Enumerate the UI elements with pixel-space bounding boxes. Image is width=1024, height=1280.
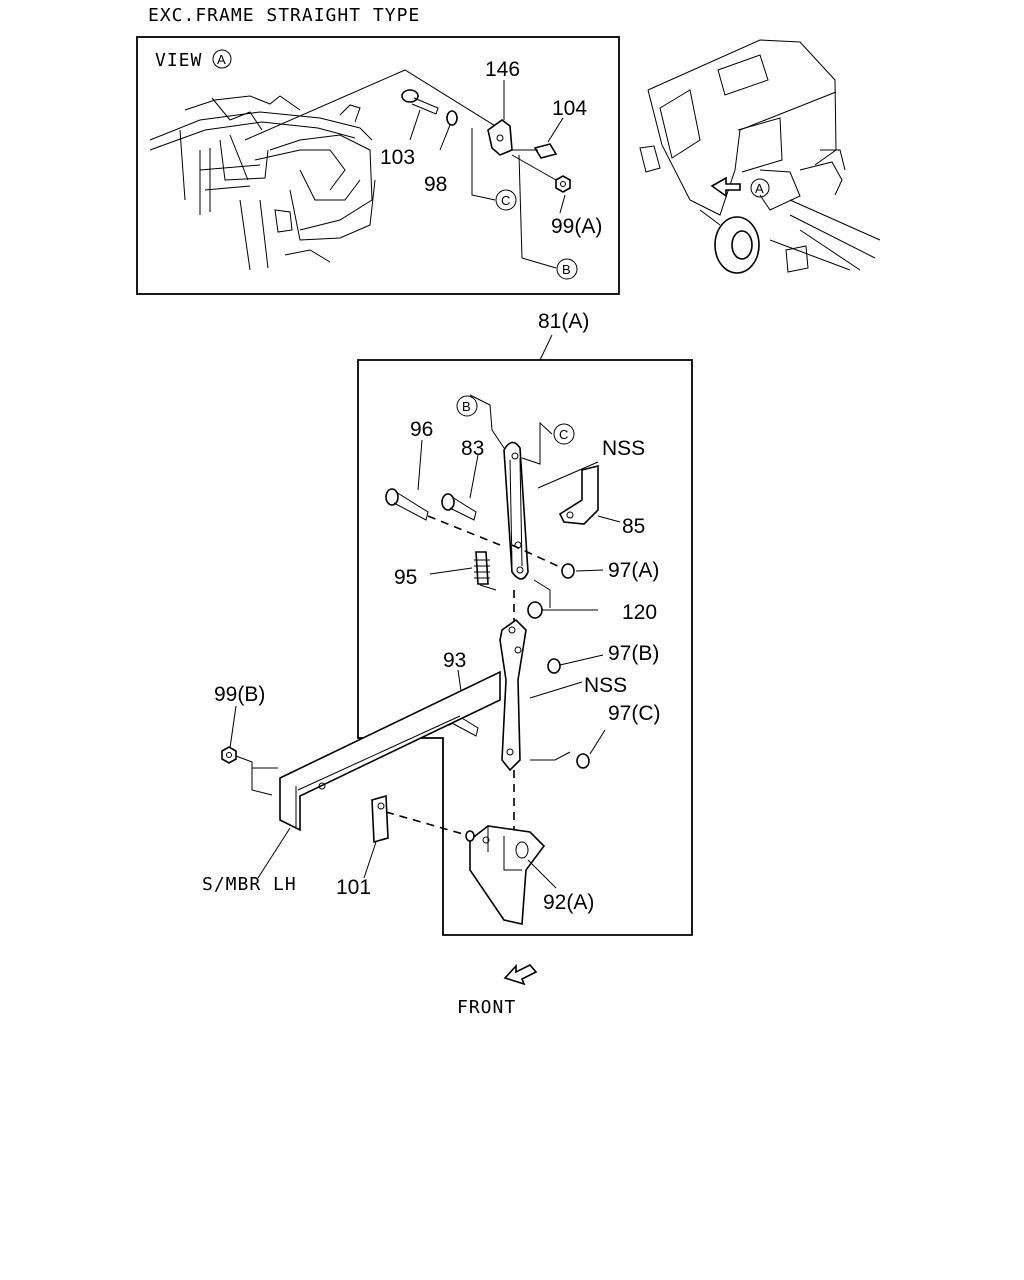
nut-99a — [555, 175, 571, 193]
label-103: 103 — [380, 146, 415, 169]
plate-101 — [371, 794, 389, 844]
label-96: 96 — [410, 418, 433, 441]
assembly-81a: 81(A) — [357, 310, 693, 936]
label-85: 85 — [622, 515, 645, 538]
view-title: VIEW — [155, 50, 202, 71]
label-120: 120 — [622, 601, 657, 624]
label-81a: 81(A) — [538, 310, 589, 333]
washer-97c — [576, 753, 590, 769]
inset-marker: A — [755, 181, 764, 196]
label-97c: 97(C) — [608, 702, 661, 725]
truck-inset: A — [639, 39, 881, 274]
view-a-panel: VIEW A — [136, 36, 620, 295]
label-nss-mid: NSS — [584, 674, 627, 697]
label-99b: 99(B) — [214, 683, 265, 706]
label-104: 104 — [552, 97, 587, 120]
bolt-103 — [401, 89, 439, 115]
label-smbr-lh: S/MBR LH — [202, 874, 297, 895]
washer-97a — [561, 563, 575, 579]
bracket-85 — [558, 464, 599, 525]
label-97b: 97(B) — [608, 642, 659, 665]
view-marker-c: C — [501, 193, 510, 208]
label-98: 98 — [424, 173, 447, 196]
nut-99b — [221, 746, 237, 764]
view-marker-b: B — [562, 262, 571, 277]
bracket-146 — [487, 119, 513, 156]
assembly-marker-b: B — [462, 399, 471, 414]
front-arrow-icon — [503, 963, 538, 986]
side-member-lh — [279, 670, 501, 832]
washer-120 — [527, 601, 543, 619]
label-101: 101 — [336, 876, 371, 899]
bracket-92a — [465, 825, 546, 925]
assembly-marker-c: C — [559, 427, 568, 442]
diagram-title: EXC.FRAME STRAIGHT TYPE — [148, 5, 420, 26]
label-nss-top: NSS — [602, 437, 645, 460]
label-92a: 92(A) — [543, 891, 594, 914]
label-93: 93 — [443, 649, 466, 672]
spring-95 — [474, 551, 490, 585]
front-label: FRONT — [457, 997, 516, 1018]
label-95: 95 — [394, 566, 417, 589]
washer-97b — [547, 658, 561, 674]
link-93 — [499, 618, 527, 772]
frame-sketch — [149, 95, 376, 271]
bolt-104 — [533, 143, 558, 159]
label-146: 146 — [485, 58, 520, 81]
pin-96 — [385, 488, 429, 521]
washer-98 — [446, 110, 458, 126]
view-direction-arrow — [710, 176, 741, 198]
label-83: 83 — [461, 437, 484, 460]
view-marker: A — [217, 52, 226, 67]
link-83 — [503, 441, 529, 580]
label-99a: 99(A) — [551, 215, 602, 238]
label-97a: 97(A) — [608, 559, 659, 582]
pin-83 — [441, 493, 477, 521]
